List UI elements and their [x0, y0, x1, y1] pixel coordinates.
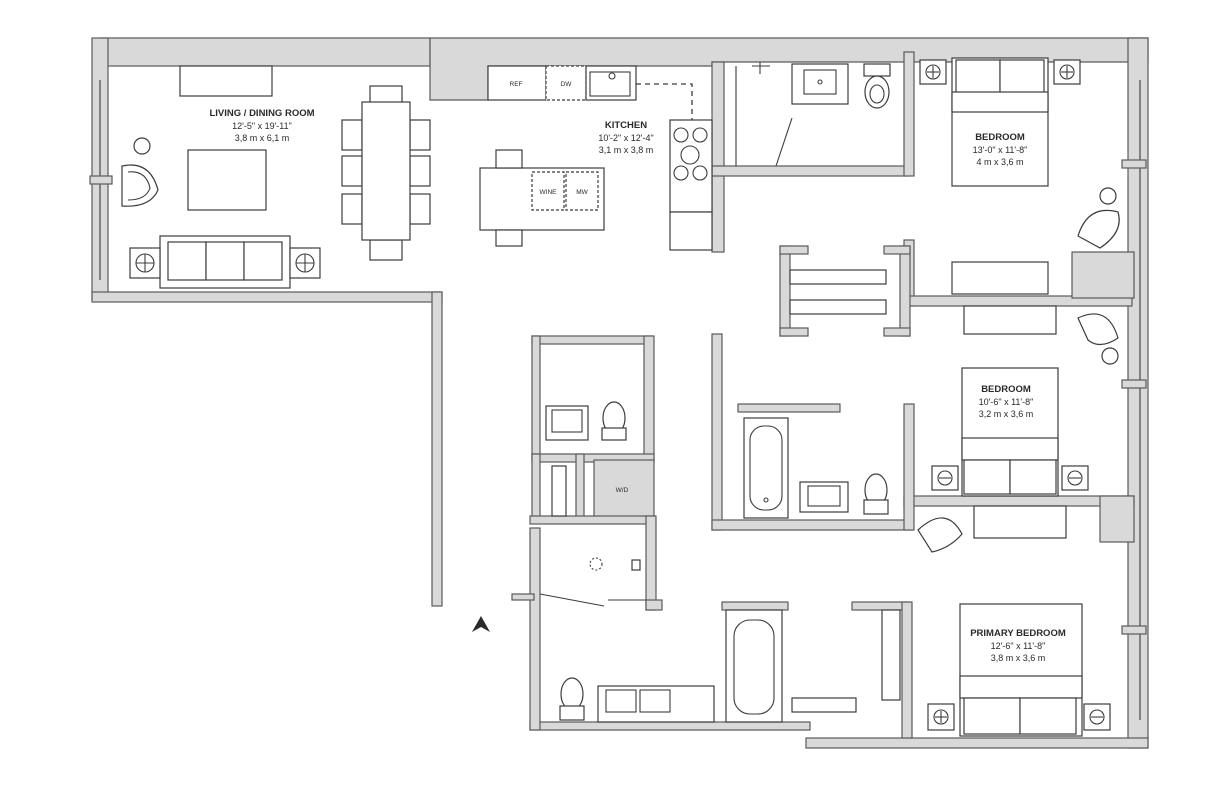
bath-2: [743, 417, 889, 519]
windows: [89, 80, 1147, 720]
bedroom1-furniture: [919, 57, 1120, 295]
toilet-icon: [863, 63, 891, 109]
toilet-icon: [863, 473, 889, 515]
dining-table: [341, 85, 431, 261]
sink-icon: [791, 63, 849, 105]
kitchen-name: KITCHEN: [605, 120, 647, 131]
bedroom2-dim-imperial: 10'-6" x 11'-8": [979, 397, 1034, 407]
lamp-icon: [1101, 347, 1119, 365]
living-room-name: LIVING / DINING ROOM: [209, 108, 314, 119]
bedroom2-dim-metric: 3,2 m x 3,6 m: [979, 409, 1034, 419]
kitchen-dim-metric: 3,1 m x 3,8 m: [599, 145, 654, 155]
bath-1: [735, 62, 891, 167]
dresser: [963, 305, 1057, 335]
bed-icon: [959, 603, 1083, 737]
bathtub-icon: [725, 609, 783, 723]
room-labels: LIVING / DINING ROOM 12'-5" x 19'-11" 3,…: [209, 108, 1065, 663]
bedroom1-name: BEDROOM: [975, 132, 1025, 143]
sofa-icon: [129, 235, 321, 289]
primary-bedroom-name: PRIMARY BEDROOM: [970, 628, 1066, 639]
armchair-icon: [1077, 209, 1120, 249]
living-room-dim-metric: 3,8 m x 6,1 m: [235, 133, 290, 143]
dw-label: DW: [561, 81, 573, 88]
armchair-icon: [1077, 313, 1119, 346]
primary-bedroom-dim-imperial: 12'-6" x 11'-8": [991, 641, 1046, 651]
sink-icon: [799, 481, 849, 513]
wine-label: WINE: [540, 189, 558, 196]
hall-bath: [545, 401, 627, 517]
closets: [789, 269, 887, 315]
wd-label: W/D: [616, 487, 629, 494]
living-furniture: [121, 65, 431, 289]
dresser: [951, 261, 1049, 295]
toilet-icon: [601, 401, 627, 441]
living-room-dim-imperial: 12'-5" x 19'-11": [232, 121, 292, 131]
kitchen-dim-imperial: 10'-2" x 12'-4": [598, 133, 653, 143]
kitchen-fixtures: [479, 65, 713, 251]
primary-furniture: [917, 505, 1111, 737]
primary-bath: [539, 557, 901, 723]
bedroom1-dim-metric: 4 m x 3,6 m: [976, 157, 1023, 167]
bed-icon: [961, 367, 1059, 497]
dresser: [973, 505, 1067, 539]
north-arrow-icon: [472, 616, 490, 632]
tv-console: [179, 65, 273, 97]
sink-icon: [597, 685, 715, 723]
bed-icon: [951, 57, 1049, 187]
toilet-icon: [559, 677, 585, 721]
primary-bedroom-dim-metric: 3,8 m x 3,6 m: [991, 653, 1046, 663]
armchair-icon: [917, 517, 963, 553]
lamp-icon: [1099, 187, 1117, 205]
bedroom2-name: BEDROOM: [981, 384, 1031, 395]
sink-icon: [545, 405, 589, 441]
bedroom1-dim-imperial: 13'-0" x 11'-8": [973, 145, 1028, 155]
bedroom2-furniture: [931, 305, 1119, 497]
mw-label: MW: [576, 189, 588, 196]
coffee-table: [187, 149, 267, 211]
appliance-labels: REF DW WINE MW W/D: [510, 81, 629, 494]
ref-label: REF: [510, 81, 523, 88]
walls: [91, 37, 1149, 749]
armchair-icon: [121, 164, 159, 207]
bathtub-icon: [743, 417, 789, 519]
lamp-icon: [133, 137, 151, 155]
stove-icon: [673, 127, 708, 181]
